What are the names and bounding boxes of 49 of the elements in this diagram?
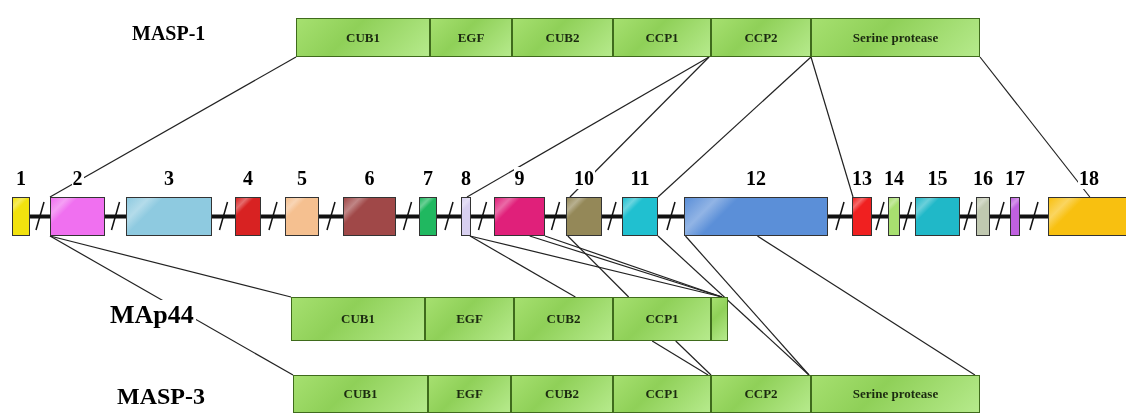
- domain-box: CCP1: [613, 297, 711, 341]
- intron-line: [828, 214, 852, 219]
- domain-box: CUB2: [514, 297, 613, 341]
- mapping-line: [49, 56, 297, 198]
- intron-line: [545, 214, 566, 219]
- protein-label: MAp44: [108, 300, 196, 330]
- mapping-line: [657, 56, 812, 198]
- mapping-line: [684, 235, 810, 376]
- domain-box: Serine protease: [811, 375, 980, 413]
- domain-box: CUB2: [511, 375, 613, 413]
- mapping-line: [810, 56, 854, 198]
- domain-box: EGF: [425, 297, 514, 341]
- domain-box: EGF: [430, 18, 512, 57]
- mapping-line: [569, 56, 710, 198]
- domain-box: CUB1: [293, 375, 428, 413]
- mapping-line: [675, 340, 712, 376]
- intron-line: [471, 214, 494, 219]
- intron-line: [437, 214, 461, 219]
- mapping-line: [49, 235, 292, 298]
- mapping-line: [567, 235, 630, 298]
- domain-end-box: [711, 297, 728, 341]
- domain-box: CCP1: [613, 375, 711, 413]
- domain-box: EGF: [428, 375, 511, 413]
- mapping-line: [979, 56, 1091, 198]
- intron-line: [658, 214, 684, 219]
- domain-box: Serine protease: [811, 18, 980, 57]
- intron-line: [396, 214, 419, 219]
- intron-line: [872, 214, 888, 219]
- domain-box: CUB2: [512, 18, 613, 57]
- domain-box: CCP2: [711, 375, 811, 413]
- intron-line: [960, 214, 976, 219]
- intron-line: [602, 214, 622, 219]
- mapping-line: [469, 235, 576, 298]
- mapping-line: [651, 340, 709, 376]
- domain-box: CCP2: [711, 18, 811, 57]
- intron-line: [30, 214, 50, 219]
- mapping-line: [466, 56, 710, 198]
- mapping-line: [657, 235, 810, 376]
- intron-line: [261, 214, 285, 219]
- intron-line: [990, 214, 1010, 219]
- domain-box: CCP1: [613, 18, 711, 57]
- mapping-line: [756, 235, 976, 376]
- intron-line: [900, 214, 915, 219]
- intron-line: [1020, 214, 1048, 219]
- intron-line: [212, 214, 235, 219]
- domain-box: CUB1: [296, 18, 430, 57]
- intron-line: [105, 214, 126, 219]
- intron-line: [319, 214, 343, 219]
- domain-box: CUB1: [291, 297, 425, 341]
